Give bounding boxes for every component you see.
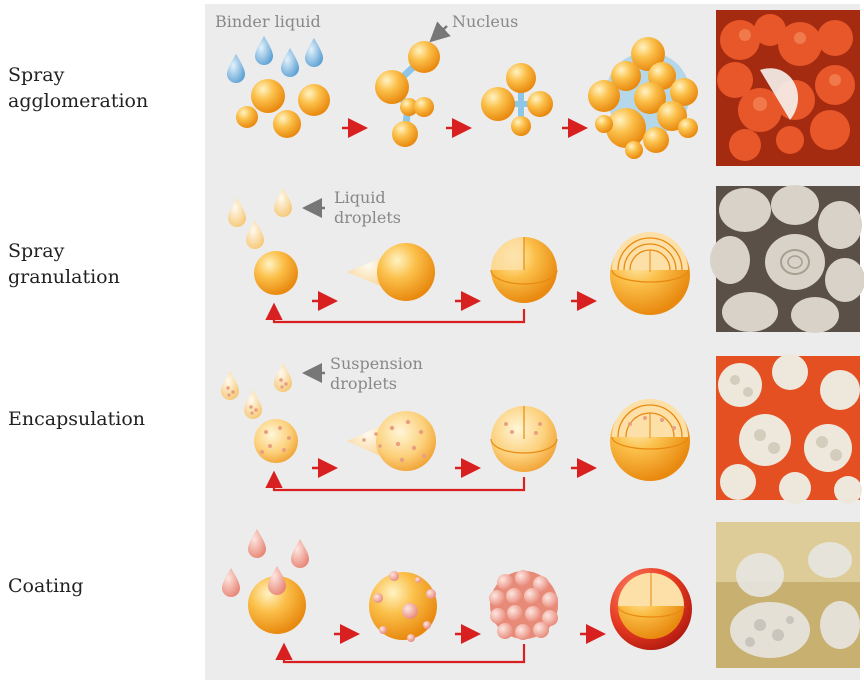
particle xyxy=(273,110,301,138)
binder-drop-icon xyxy=(281,48,299,77)
particle xyxy=(236,106,258,128)
encapsulating-granule xyxy=(376,411,436,471)
seed-particle xyxy=(254,251,298,295)
binder-drop-icon xyxy=(305,38,323,67)
particle xyxy=(392,121,418,147)
droplet-covered-particle xyxy=(489,570,558,640)
coated-particle xyxy=(610,568,692,650)
particle xyxy=(298,84,330,116)
suspension-droplets-label: Suspension droplets xyxy=(330,354,423,394)
photo-coating xyxy=(716,522,860,668)
nucleus-label: Nucleus xyxy=(452,12,518,32)
liquid-droplets-label: Liquid droplets xyxy=(334,188,401,228)
nucleus-particle xyxy=(408,41,440,73)
growing-granule xyxy=(377,243,435,301)
particle xyxy=(414,97,434,117)
row-encapsulation xyxy=(221,363,690,490)
particle xyxy=(506,63,536,93)
agglomerate-cluster xyxy=(588,37,698,159)
particle xyxy=(251,79,285,113)
row-spray-granulation xyxy=(228,188,690,322)
nucleus-pointer-arrow xyxy=(433,26,447,39)
photo-spray-granulation xyxy=(710,185,864,333)
recycle-arrow xyxy=(274,307,524,322)
binder-liquid-label: Binder liquid xyxy=(215,12,321,32)
row-coating xyxy=(222,529,692,662)
particle xyxy=(481,87,515,121)
binder-drop-icon xyxy=(227,54,245,83)
binder-drop-icon xyxy=(255,36,273,65)
photo-encapsulation xyxy=(716,354,862,504)
row-spray-agglomeration xyxy=(227,26,698,159)
particle xyxy=(511,116,531,136)
particle xyxy=(527,91,553,117)
photo-spray-agglomeration xyxy=(716,10,860,166)
particle xyxy=(375,70,409,104)
